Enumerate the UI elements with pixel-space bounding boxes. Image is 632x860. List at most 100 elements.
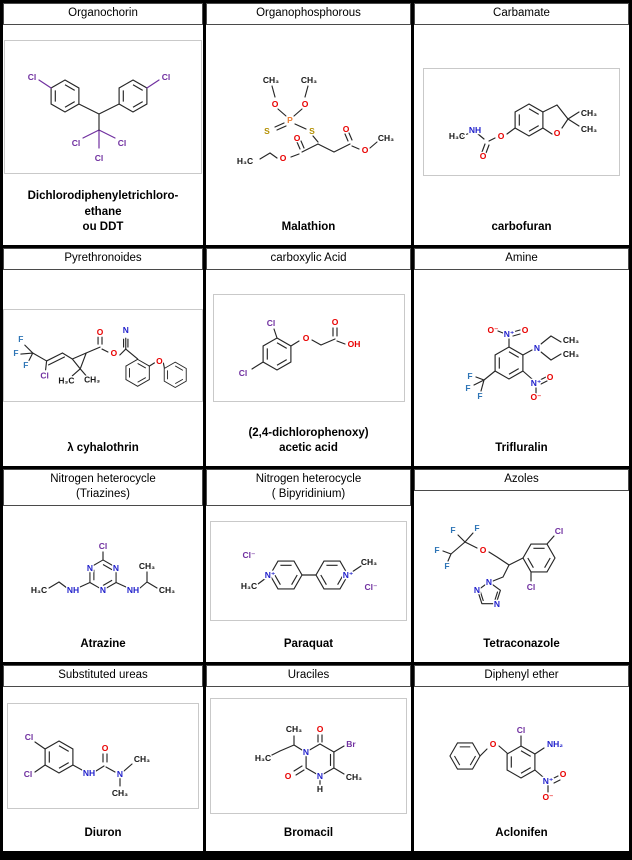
compound-name: Malathion: [206, 220, 411, 245]
atom-label: N⁺: [504, 329, 515, 339]
atom-label: N⁺: [543, 776, 554, 786]
structure-ddt: Cl Cl Cl Cl Cl: [4, 40, 202, 175]
compound-name-line: Atrazine: [80, 637, 126, 650]
families-grid: Organochorin Cl Cl Cl Cl Cl Di: [3, 3, 629, 851]
atom-label: CH₃: [361, 557, 377, 567]
family-cell-triazines: Nitrogen heterocycle (Triazines) Cl N N …: [3, 469, 206, 665]
bonds: [441, 532, 556, 605]
atom-label: O: [554, 128, 561, 138]
family-title-line: Organochorin: [68, 7, 138, 19]
atom-label: O: [302, 333, 309, 343]
atom-labels: Cl N N N NH NH H₃C CH₃ CH₃: [29, 540, 176, 597]
atom-label: O: [342, 124, 349, 134]
atom-label: Cl: [72, 138, 81, 148]
benzene-ring: [262, 337, 291, 371]
structure-trifluralin: O⁻ N⁺ O N CH₃ CH₃ N⁺ O O⁻ F F F: [464, 324, 580, 404]
atom-label: CH₃: [84, 375, 100, 385]
atom-label: NH₂: [547, 739, 563, 749]
structure-area: Cl⁻ H₃C N⁺ N⁺ CH₃ Cl⁻: [206, 506, 411, 637]
structure-area: F F F Cl H₃C CH₃ O O N O: [3, 270, 203, 441]
family-title: Organophosphorous: [206, 3, 411, 25]
atom-label: Cl: [238, 368, 247, 378]
bonds: [257, 560, 362, 590]
benzene-ring: [449, 742, 481, 770]
atom-label: Cl: [25, 732, 34, 742]
atom-label: O⁻: [530, 392, 541, 402]
atom-label: O: [111, 348, 118, 358]
structure-atrazine: Cl N N N NH NH H₃C CH₃ CH₃: [29, 540, 176, 597]
family-cell-carbamate: Carbamate CH₃ CH₃ O O O NH H₃C: [414, 3, 629, 248]
atom-labels: F F F F O Cl Cl N N N: [433, 522, 564, 611]
atom-labels: Cl Cl NH O N CH₃ CH₃: [22, 731, 151, 800]
family-title-line: Azoles: [504, 473, 539, 485]
compound-name-line: λ cyhalothrin: [67, 441, 139, 454]
atom-label: Cl: [95, 153, 104, 163]
atom-label: N: [485, 577, 491, 587]
atom-label: H₃C: [449, 131, 465, 141]
structure-24d: Cl Cl O O OH: [212, 293, 405, 402]
atom-label: H₃C: [30, 585, 46, 595]
atom-label: N: [86, 563, 92, 573]
family-title-line: Pyrethronoides: [64, 252, 142, 264]
atom-label: O: [279, 153, 286, 163]
family-title-line: Organophosphorous: [256, 7, 361, 19]
atom-labels: Cl Cl O O OH: [237, 315, 361, 379]
atom-label: CH₃: [286, 724, 302, 734]
bonds: [47, 551, 158, 591]
family-title-line: Amine: [505, 252, 538, 264]
atom-label: S: [264, 126, 270, 136]
compound-name-line: ethane: [84, 205, 122, 218]
atom-label: Cl: [526, 582, 535, 592]
atom-label: CH₃: [581, 124, 597, 134]
structure-paraquat: Cl⁻ H₃C N⁺ N⁺ CH₃ Cl⁻: [210, 521, 407, 622]
compound-name-line: Tetraconazole: [483, 637, 560, 650]
atom-label: Br: [346, 739, 356, 749]
structure-area: CH₃ H₃C N O Br CH₃ N H O: [206, 687, 411, 826]
atom-label: NH: [83, 768, 95, 778]
family-cell-pyrethroids: Pyrethronoides F F F Cl: [3, 248, 206, 469]
atom-labels: O Cl NH₂ N⁺ O O⁻: [488, 724, 568, 804]
compound-name: Dichlorodiphenyletrichloro- ethane ou DD…: [3, 189, 203, 245]
compound-name-line: ou DDT: [82, 220, 124, 233]
atom-label: O: [102, 743, 109, 753]
atom-label: OH: [347, 339, 360, 349]
atom-label: H₃C: [58, 376, 74, 386]
benzene-ring: [118, 79, 148, 113]
compound-name: Bromacil: [206, 826, 411, 851]
structure-area: Cl Cl O O OH: [206, 270, 411, 426]
atom-label: N: [99, 585, 105, 595]
structure-area: CH₃ CH₃ O O O NH H₃C: [414, 25, 629, 220]
benzene-ring: [44, 740, 74, 774]
structure-area: CH₃ CH₃ O O P S S O O H₃C O O CH₃: [206, 25, 411, 220]
atom-label: N: [473, 585, 479, 595]
structure-aclonifen: O Cl NH₂ N⁺ O O⁻: [449, 724, 568, 804]
family-title-line: Nitrogen heterocycle: [50, 473, 156, 485]
benzene-ring: [125, 358, 150, 387]
family-title-line: Carbamate: [493, 7, 550, 19]
atom-label: F: [434, 545, 439, 555]
atom-label: CH₃: [346, 772, 362, 782]
family-cell-bipyridinium: Nitrogen heterocycle ( Bipyridinium) Cl⁻…: [206, 469, 414, 665]
atom-label: CH₃: [563, 349, 579, 359]
structure-area: Cl N N N NH NH H₃C CH₃ CH₃: [3, 506, 203, 637]
structure-carbofuran: CH₃ CH₃ O O O NH H₃C: [423, 68, 620, 177]
family-title: Nitrogen heterocycle (Triazines): [3, 469, 203, 506]
atom-label: H: [317, 784, 323, 794]
atom-label: O: [480, 151, 487, 161]
atom-label: Cl: [24, 769, 33, 779]
compound-name-line: acetic acid: [279, 441, 338, 454]
atom-label: NH: [126, 585, 138, 595]
atom-label: NH: [66, 585, 78, 595]
bonds: [250, 327, 346, 371]
compound-name: Diuron: [3, 826, 203, 851]
atom-label: Cl⁻: [365, 582, 378, 592]
family-title-line: Diphenyl ether: [484, 669, 559, 681]
family-cell-amine: Amine O⁻ N⁺ O N CH₃ CH₃ N⁺: [414, 248, 629, 469]
bonds: [258, 85, 378, 160]
bonds: [473, 329, 562, 394]
atom-label: H₃C: [236, 156, 252, 166]
compound-name-line: carbofuran: [491, 220, 552, 233]
atom-label: P: [287, 115, 293, 125]
atom-labels: Cl⁻ H₃C N⁺ N⁺ CH₃ Cl⁻: [240, 549, 379, 594]
compound-name-line: Bromacil: [283, 826, 334, 839]
